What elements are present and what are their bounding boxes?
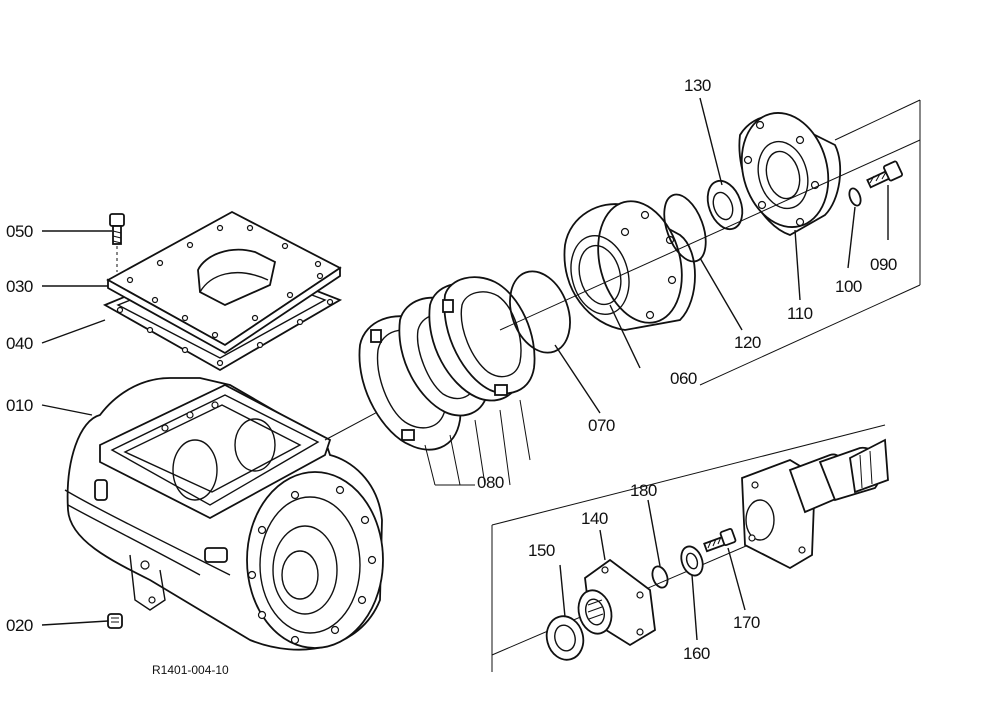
label-170: 170: [733, 613, 760, 632]
part-labels: 050 030 040 010 020 080 070 060 120 110 …: [6, 76, 897, 677]
drive-bolt: [703, 528, 737, 553]
label-100: 100: [835, 277, 862, 296]
flange-bolt: [866, 160, 903, 189]
bearing-housing: [563, 200, 696, 331]
lock-washer: [848, 187, 862, 207]
drive-seal: [545, 615, 585, 661]
universal-joint-shaft: [741, 438, 889, 570]
clutch-disc-set: [358, 276, 536, 486]
label-020: 020: [6, 616, 33, 635]
label-110: 110: [787, 304, 813, 323]
assembly-axis: [499, 99, 921, 386]
drive-o-ring: [651, 565, 669, 589]
label-180: 180: [630, 481, 657, 500]
label-120: 120: [734, 333, 761, 352]
large-o-ring: [509, 270, 571, 354]
gear-case: [64, 377, 401, 651]
flange-bolt-holes: [161, 401, 377, 645]
drive-small-seal: [680, 545, 704, 577]
cover-plate: [106, 210, 342, 355]
label-070: 070: [588, 416, 615, 435]
reference-code: R1401-004-10: [152, 663, 229, 677]
label-150: 150: [528, 541, 555, 560]
label-030: 030: [6, 277, 33, 296]
drain-plug: [107, 613, 123, 629]
axle-flange: [738, 112, 842, 236]
label-060: 060: [670, 369, 697, 388]
drive-flange: [577, 558, 656, 647]
label-050: 050: [6, 222, 33, 241]
label-010: 010: [6, 396, 33, 415]
label-130: 130: [684, 76, 711, 95]
leader-lines: [41, 97, 889, 641]
label-040: 040: [6, 334, 33, 353]
small-o-ring: [663, 193, 707, 263]
label-140: 140: [581, 509, 608, 528]
label-160: 160: [683, 644, 710, 663]
cover-bolt: [109, 213, 125, 272]
label-090: 090: [870, 255, 897, 274]
label-080: 080: [477, 473, 504, 492]
oil-seal: [706, 179, 744, 231]
